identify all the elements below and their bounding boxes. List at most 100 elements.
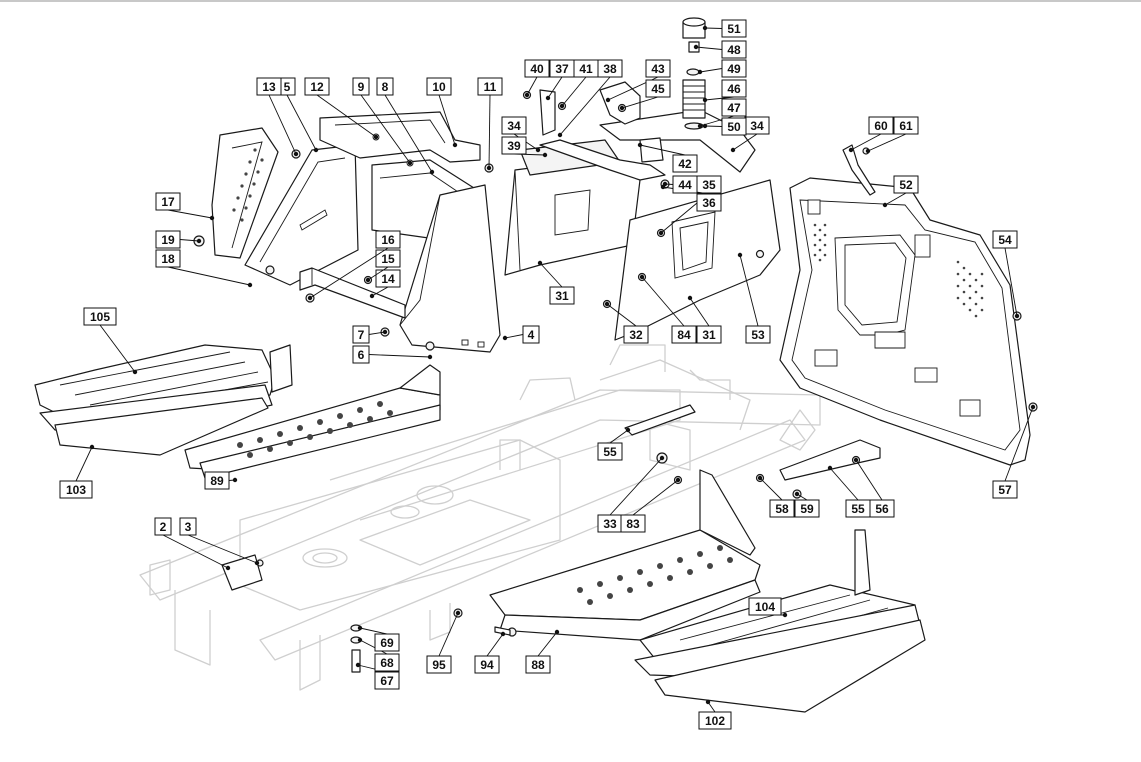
callout-32: 32 xyxy=(604,301,649,344)
part-number: 94 xyxy=(480,658,494,672)
callout-68: 68 xyxy=(357,637,400,672)
leader-dot xyxy=(702,123,708,129)
leader-line xyxy=(438,612,459,657)
label-box xyxy=(154,517,172,536)
leader-dot xyxy=(693,44,699,50)
leader-line xyxy=(162,534,229,569)
leader-dot xyxy=(369,293,375,299)
leader-line xyxy=(368,331,386,335)
leader-dot xyxy=(557,132,563,138)
main-frame xyxy=(139,344,821,691)
label-box xyxy=(59,480,93,499)
leader-line xyxy=(1004,247,1018,317)
label-box xyxy=(672,154,698,173)
leader-line xyxy=(704,125,723,127)
leader-dot xyxy=(382,329,388,335)
label-box xyxy=(597,442,623,461)
label-box xyxy=(645,59,671,78)
part-number: 46 xyxy=(727,82,741,96)
label-box xyxy=(155,249,181,268)
callout-48: 48 xyxy=(693,40,747,59)
side-panel-part xyxy=(244,144,359,286)
part-number: 105 xyxy=(90,310,110,324)
leader-line xyxy=(1004,406,1034,482)
leader-line xyxy=(167,266,251,286)
label-box xyxy=(204,471,230,490)
part-number: 55 xyxy=(851,502,865,516)
leader-line xyxy=(371,286,389,297)
callout-102: 102 xyxy=(698,699,732,730)
label-box xyxy=(671,325,697,344)
leader-line xyxy=(732,133,758,151)
label-box xyxy=(501,136,527,155)
part-number: 60 xyxy=(874,119,888,133)
part-number: 55 xyxy=(603,445,617,459)
leader-line xyxy=(855,459,883,501)
label-box xyxy=(696,193,722,212)
label-box xyxy=(155,192,181,211)
leader-dot xyxy=(535,147,541,153)
part-number: 32 xyxy=(629,328,643,342)
callout-44: 44 xyxy=(662,175,698,194)
label-box xyxy=(748,597,782,616)
label-box xyxy=(374,653,400,672)
leader-dot xyxy=(605,97,611,103)
leader-line xyxy=(286,94,317,151)
part-number: 17 xyxy=(161,195,175,209)
callout-38: 38 xyxy=(557,59,623,138)
leader-line xyxy=(486,633,504,657)
part-number: 44 xyxy=(678,178,692,192)
part-number: 31 xyxy=(555,289,569,303)
part-number: 52 xyxy=(899,178,913,192)
leader-line xyxy=(759,477,783,501)
leader-line xyxy=(537,631,558,657)
callout-89: 89 xyxy=(204,471,238,490)
label-box xyxy=(304,77,330,96)
part-number: 53 xyxy=(751,328,765,342)
leader-dot xyxy=(365,277,371,283)
part-number: 8 xyxy=(382,80,389,94)
part-number: 3 xyxy=(185,520,192,534)
leader-dot xyxy=(658,230,664,236)
label-box xyxy=(794,499,820,518)
label-box xyxy=(992,230,1018,249)
leader-line xyxy=(359,639,388,655)
label-box xyxy=(375,249,401,268)
label-box xyxy=(623,325,649,344)
part-number: 69 xyxy=(380,636,394,650)
leader-line xyxy=(179,239,200,242)
leader-dot xyxy=(307,295,313,301)
label-box xyxy=(745,325,771,344)
callout-49: 49 xyxy=(697,59,747,78)
leader-line xyxy=(187,534,258,564)
callout-58: 58 xyxy=(757,475,795,518)
part-number: 14 xyxy=(381,272,395,286)
leader-line xyxy=(850,133,882,151)
label-box xyxy=(721,79,747,98)
label-box xyxy=(893,175,919,194)
leader-dot xyxy=(427,354,433,360)
part-number: 19 xyxy=(161,233,175,247)
part-number: 67 xyxy=(380,674,394,688)
callout-46: 46 xyxy=(702,79,747,103)
part-number: 103 xyxy=(66,483,86,497)
label-box xyxy=(721,40,747,59)
label-box xyxy=(769,499,795,518)
callout-69: 69 xyxy=(357,625,400,652)
part-number: 48 xyxy=(727,43,741,57)
label-box xyxy=(721,117,747,136)
leader-line xyxy=(547,76,563,99)
leader-dot xyxy=(524,92,530,98)
part-number: 83 xyxy=(626,517,640,531)
callout-56: 56 xyxy=(853,457,895,518)
part-number: 50 xyxy=(727,120,741,134)
label-box xyxy=(698,711,732,730)
label-box xyxy=(256,77,282,96)
callout-52: 52 xyxy=(882,175,919,208)
leader-dot xyxy=(687,295,693,301)
tunnel-cover-part xyxy=(399,184,501,353)
part-number: 95 xyxy=(432,658,446,672)
